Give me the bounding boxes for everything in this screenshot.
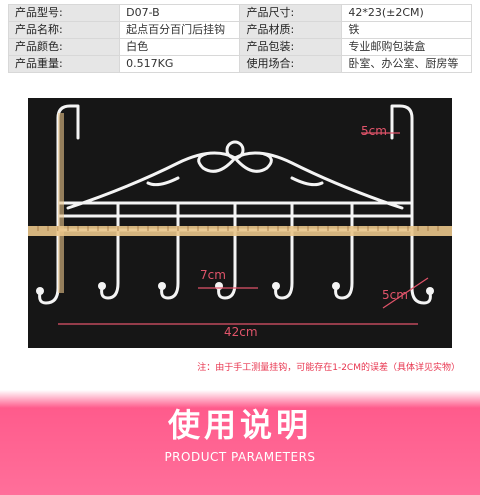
hook-5 xyxy=(274,228,294,300)
spec-value: 白色 xyxy=(119,38,241,56)
crown-ring xyxy=(225,140,245,160)
right-door-bracket xyxy=(390,104,414,230)
spec-row: 产品颜色: 白色 产品包装: 专业邮购包装盒 xyxy=(7,38,472,56)
spec-table: 产品型号: D07-B 产品尺寸: 42*23(±2CM) 产品名称: 起点百分… xyxy=(7,4,472,73)
spec-key: 产品型号: xyxy=(7,4,121,22)
spec-row: 产品重量: 0.517KG 使用场合: 卧室、办公室、厨房等 xyxy=(7,55,472,73)
spec-value: 卧室、办公室、厨房等 xyxy=(341,55,472,73)
banner-subtitle: PRODUCT PARAMETERS xyxy=(164,450,316,464)
spec-value: D07-B xyxy=(119,4,241,22)
crown-curve xyxy=(66,151,404,210)
hook-spacing-label: 7cm xyxy=(200,268,226,282)
spec-value: 起点百分百门后挂钩 xyxy=(119,21,241,39)
right-scroll xyxy=(233,152,273,173)
vertical-tape xyxy=(58,113,64,293)
hook-6 xyxy=(334,228,354,300)
spec-key: 产品包装: xyxy=(239,38,343,56)
spec-key: 产品重量: xyxy=(7,55,121,73)
measuring-tape xyxy=(28,226,452,236)
hook-rack-illustration xyxy=(28,104,452,325)
left-scroll xyxy=(197,152,237,173)
hook-depth-label: 5cm xyxy=(382,288,408,302)
hook-7 xyxy=(410,228,432,305)
product-photo: 5cm 7cm 5cm 42cm xyxy=(28,98,452,348)
total-width-label: 42cm xyxy=(224,325,258,339)
spec-key: 产品名称: xyxy=(7,21,121,39)
spec-key: 使用场合: xyxy=(239,55,343,73)
spec-key: 产品颜色: xyxy=(7,38,121,56)
spec-row: 产品名称: 起点百分百门后挂钩 产品材质: 铁 xyxy=(7,21,472,39)
spec-value: 铁 xyxy=(341,21,472,39)
left-small-scroll xyxy=(146,176,180,187)
spec-value: 0.517KG xyxy=(119,55,241,73)
hook-3 xyxy=(160,228,180,300)
spec-value: 42*23(±2CM) xyxy=(341,4,472,22)
spec-key: 产品材质: xyxy=(239,21,343,39)
spec-key: 产品尺寸: xyxy=(239,4,343,22)
spec-value: 专业邮购包装盒 xyxy=(341,38,472,56)
hook-depth-dimension xyxy=(382,277,429,309)
spec-row: 产品型号: D07-B 产品尺寸: 42*23(±2CM) xyxy=(7,4,472,22)
section-banner xyxy=(0,380,480,495)
hook-1 xyxy=(38,228,60,305)
banner-title: 使用说明 xyxy=(167,406,312,444)
hook-2 xyxy=(100,228,120,300)
measurement-note: 注：由于手工测量挂钩，可能存在1-2CM的误差（具体详见实物） xyxy=(197,363,460,373)
right-small-scroll xyxy=(290,176,324,187)
hook-height-label: 5cm xyxy=(361,124,387,138)
